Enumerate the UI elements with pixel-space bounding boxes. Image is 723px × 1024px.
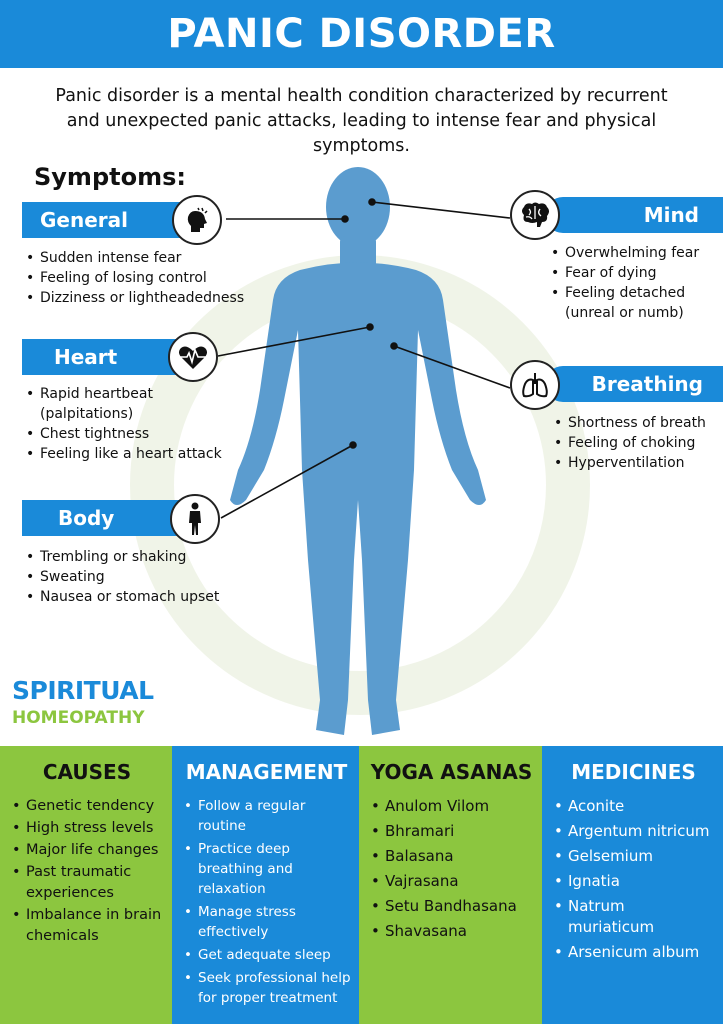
lungs-icon — [510, 360, 560, 410]
head-silhouette-icon — [172, 195, 222, 245]
mind-symptom-list: Overwhelming fear Fear of dying Feeling … — [551, 243, 721, 323]
breathing-label-pill: Breathing — [545, 366, 723, 402]
list-item: Feeling of losing control — [26, 268, 244, 288]
list-item: Dizziness or lightheadedness — [26, 288, 244, 308]
list-item: Follow a regular routine — [182, 796, 351, 836]
heart-symptom-list: Rapid heartbeat (palpitations) Chest tig… — [26, 384, 226, 464]
header-bar: PANIC DISORDER — [0, 0, 723, 68]
list-item: Ignatia — [552, 871, 715, 892]
symptoms-heading: Symptoms: — [34, 163, 186, 191]
list-item: Practice deep breathing and relaxation — [182, 839, 351, 899]
management-title: MANAGEMENT — [185, 760, 348, 784]
list-item: Genetic tendency — [10, 796, 164, 817]
list-item: Feeling detached (unreal or numb) — [551, 283, 721, 323]
list-item: Chest tightness — [26, 424, 226, 444]
general-label: General — [40, 208, 128, 232]
breathing-symptom-list: Shortness of breath Feeling of choking H… — [554, 413, 706, 473]
list-item: Trembling or shaking — [26, 547, 219, 567]
list-item: Major life changes — [10, 840, 164, 861]
list-item: Vajrasana — [369, 871, 534, 892]
list-item: Gelsemium — [552, 846, 715, 867]
page-title: PANIC DISORDER — [167, 11, 556, 57]
list-item: Sweating — [26, 567, 219, 587]
yoga-title: YOGA ASANAS — [370, 760, 533, 784]
causes-column: CAUSES Genetic tendency High stress leve… — [0, 746, 172, 1024]
general-symptom-list: Sudden intense fear Feeling of losing co… — [26, 248, 244, 308]
medicines-column: MEDICINES Aconite Argentum nitricum Gels… — [542, 746, 723, 1024]
list-item: Shavasana — [369, 921, 534, 942]
brain-icon — [510, 190, 560, 240]
list-item: Manage stress effectively — [182, 902, 351, 942]
list-item: Past traumatic experiences — [10, 862, 164, 904]
heartbeat-icon — [168, 332, 218, 382]
list-item: Bhramari — [369, 821, 534, 842]
body-symptom-list: Trembling or shaking Sweating Nausea or … — [26, 547, 219, 607]
list-item: Argentum nitricum — [552, 821, 715, 842]
heart-label: Heart — [54, 345, 118, 369]
list-item: Anulom Vilom — [369, 796, 534, 817]
medicines-title: MEDICINES — [571, 760, 696, 784]
body-label: Body — [58, 506, 115, 530]
list-item: Rapid heartbeat (palpitations) — [26, 384, 226, 424]
brand-line-1: SPIRITUAL — [12, 676, 154, 705]
list-item: Seek professional help for proper treatm… — [182, 968, 351, 1008]
list-item: Fear of dying — [551, 263, 721, 283]
breathing-label: Breathing — [591, 372, 703, 396]
list-item: Feeling like a heart attack — [26, 444, 226, 464]
list-item: Natrum muriaticum — [552, 896, 715, 938]
mind-label-pill: Mind — [545, 197, 723, 233]
list-item: Sudden intense fear — [26, 248, 244, 268]
heart-label-pill: Heart — [22, 339, 197, 375]
causes-title: CAUSES — [42, 760, 132, 784]
list-item: High stress levels — [10, 818, 164, 839]
list-item: Nausea or stomach upset — [26, 587, 219, 607]
brand-line-2: HOMEOPATHY — [12, 708, 145, 728]
person-icon — [170, 494, 220, 544]
intro-text: Panic disorder is a mental health condit… — [55, 86, 668, 156]
list-item: Hyperventilation — [554, 453, 706, 473]
list-item: Overwhelming fear — [551, 243, 721, 263]
list-item: Arsenicum album — [552, 942, 715, 963]
list-item: Setu Bandhasana — [369, 896, 534, 917]
list-item: Imbalance in brain chemicals — [10, 905, 164, 947]
list-item: Get adequate sleep — [182, 945, 351, 965]
list-item: Aconite — [552, 796, 715, 817]
human-body-figure — [217, 167, 511, 735]
mind-label: Mind — [643, 203, 699, 227]
list-item: Feeling of choking — [554, 433, 706, 453]
list-item: Balasana — [369, 846, 534, 867]
management-column: MANAGEMENT Follow a regular routine Prac… — [172, 746, 359, 1024]
info-columns: CAUSES Genetic tendency High stress leve… — [0, 746, 723, 1024]
list-item: Shortness of breath — [554, 413, 706, 433]
yoga-column: YOGA ASANAS Anulom Vilom Bhramari Balasa… — [359, 746, 542, 1024]
